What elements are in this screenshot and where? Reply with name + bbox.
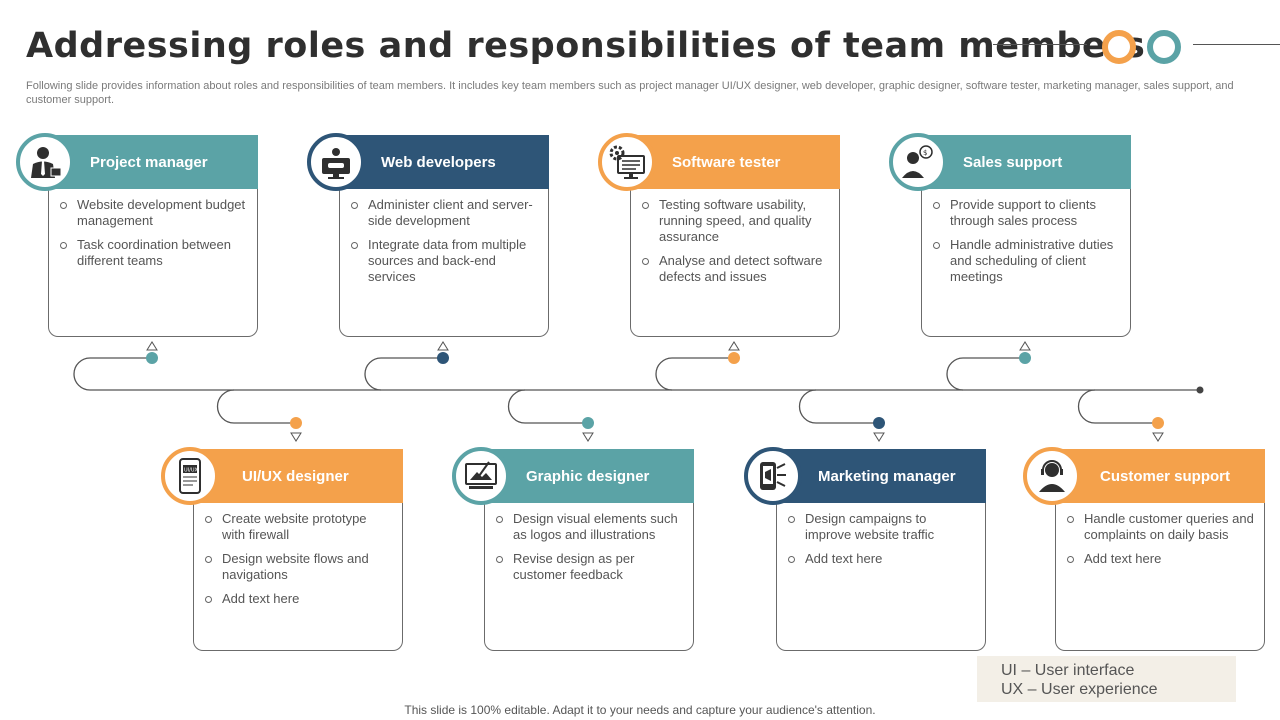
role-card-header: Web developers [339, 135, 549, 189]
role-card-body: Create website prototype with firewall D… [193, 503, 403, 651]
role-card-header: Project manager [48, 135, 258, 189]
decor-line-left [993, 44, 1087, 45]
timeline-dot [437, 352, 449, 364]
responsibility-item: Design campaigns to improve website traf… [788, 511, 975, 543]
role-card-software-tester: Software tester Testing software usabili… [630, 135, 840, 337]
role-card-header: UI/UX designer [193, 449, 403, 503]
timeline-dot [1152, 417, 1164, 429]
role-card-body: Website development budget management Ta… [48, 189, 258, 337]
role-title: Software tester [672, 153, 781, 171]
timeline-dot [290, 417, 302, 429]
role-title: Marketing manager [818, 467, 956, 485]
role-card-header: Software tester [630, 135, 840, 189]
decor-ring-orange [1102, 30, 1136, 64]
arrow-up-icon [437, 341, 449, 351]
legend-ui: UI – User interface [1001, 662, 1135, 679]
arrow-up-icon [728, 341, 740, 351]
responsibility-item: Website development budget management [60, 197, 246, 228]
support-person-icon: $ [889, 133, 947, 191]
timeline-dot [582, 417, 594, 429]
svg-text:UI/UX: UI/UX [184, 468, 198, 474]
footer-note: This slide is 100% editable. Adapt it to… [404, 703, 876, 717]
role-card-header: Marketing manager [776, 449, 986, 503]
responsibility-item: Administer client and server-side develo… [351, 197, 538, 229]
svg-text:$: $ [923, 149, 927, 157]
role-title: Graphic designer [526, 467, 650, 485]
role-card-header: Customer support [1055, 449, 1265, 503]
arrow-down-icon [1152, 432, 1164, 442]
role-card-body: Design visual elements such as logos and… [484, 503, 694, 651]
role-card-web-developers: Web developers Administer client and ser… [339, 135, 549, 337]
timeline-end-dot [1196, 386, 1204, 394]
timeline-dot [728, 352, 740, 364]
responsibility-item: Testing software usability, running spee… [642, 197, 829, 245]
responsibility-item: Analyse and detect software defects and … [642, 253, 829, 285]
role-title: Customer support [1100, 467, 1231, 485]
arrow-up-icon [146, 341, 158, 351]
timeline-dot [873, 417, 885, 429]
timeline-connector [73, 341, 1204, 442]
legend-ux: UX – User experience [1001, 681, 1158, 698]
responsibility-item: Revise design as per customer feedback [496, 551, 683, 583]
role-card-sales-support: Sales support Provide support to clients… [921, 135, 1131, 337]
megaphone-phone-icon [744, 447, 802, 505]
role-title: Sales support [963, 153, 1063, 171]
abbreviation-legend: UI – User interface UX – User experience [977, 656, 1236, 702]
arrow-down-icon [290, 432, 302, 442]
role-title: Project manager [90, 153, 208, 171]
arrow-down-icon [582, 432, 594, 442]
role-card-marketing-manager: Marketing manager Design campaigns to im… [776, 449, 986, 651]
responsibility-item: Create website prototype with firewall [205, 511, 392, 543]
role-card-body: Provide support to clients through sales… [921, 189, 1131, 337]
responsibility-item: Add text here [1067, 551, 1254, 567]
design-screen-icon [452, 447, 510, 505]
page-subtitle: Following slide provides information abo… [26, 80, 1234, 106]
arrow-up-icon [1019, 341, 1031, 351]
role-card-customer-support: Customer support Handle customer queries… [1055, 449, 1265, 651]
headset-agent-icon [1023, 447, 1081, 505]
role-card-uiux-designer: UI/UX designer Create website prototype … [193, 449, 403, 651]
role-card-body: Administer client and server-side develo… [339, 189, 549, 337]
responsibility-item: Design visual elements such as logos and… [496, 511, 683, 543]
role-card-body: Handle customer queries and complaints o… [1055, 503, 1265, 651]
responsibility-item: Integrate data from multiple sources and… [351, 237, 538, 285]
mobile-ui-icon: UI/UX [161, 447, 219, 505]
arrow-down-icon [873, 432, 885, 442]
gear-monitor-icon [598, 133, 656, 191]
responsibility-item: Handle administrative duties and schedul… [933, 237, 1120, 285]
role-title: UI/UX designer [242, 467, 349, 485]
businessman-icon [16, 133, 74, 191]
page-title: Addressing roles and responsibilities of… [26, 26, 1146, 66]
responsibility-item: Handle customer queries and complaints o… [1067, 511, 1254, 542]
decor-line-right [1193, 44, 1280, 45]
role-card-graphic-designer: Graphic designer Design visual elements … [484, 449, 694, 651]
role-title: Web developers [381, 153, 496, 171]
decor-ring-teal [1147, 30, 1181, 64]
responsibility-item: Design website flows and navigations [205, 551, 392, 583]
timeline-dot [1019, 352, 1031, 364]
responsibility-item: Add text here [788, 551, 975, 567]
role-card-project-manager: Project manager Website development budg… [48, 135, 258, 337]
role-card-header: Sales support [921, 135, 1131, 189]
responsibility-item: Task coordination between different team… [60, 237, 247, 269]
role-card-header: Graphic designer [484, 449, 694, 503]
timeline-dot [146, 352, 158, 364]
responsibility-item: Add text here [205, 591, 392, 607]
role-card-body: Design campaigns to improve website traf… [776, 503, 986, 651]
developer-monitor-icon [307, 133, 365, 191]
responsibility-item: Provide support to clients through sales… [933, 197, 1120, 229]
role-card-body: Testing software usability, running spee… [630, 189, 840, 337]
